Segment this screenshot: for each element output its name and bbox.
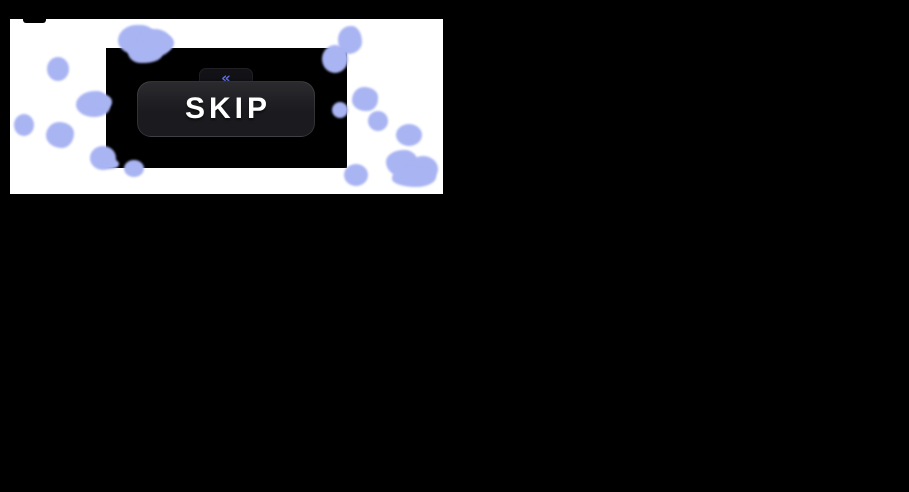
ad-overlay: « SKIP [106, 48, 347, 168]
double-chevron-left-icon: « [221, 69, 231, 87]
game-canvas[interactable]: « SKIP [10, 19, 443, 194]
paint-blob [47, 57, 69, 81]
paint-blob [352, 87, 378, 111]
paint-blob [124, 160, 144, 177]
paint-blob [46, 122, 74, 148]
paint-blob [368, 111, 388, 131]
paint-blob [96, 95, 112, 109]
paint-blob [322, 45, 348, 73]
black-notch [23, 19, 46, 23]
skip-label: SKIP [184, 92, 272, 125]
paint-blob [344, 164, 368, 186]
paint-blob [128, 43, 162, 63]
paint-blob [156, 35, 174, 51]
paint-blob [332, 102, 348, 118]
paint-blob [392, 167, 436, 187]
paint-blob [103, 159, 119, 169]
paint-blob [396, 124, 422, 146]
paint-blob [14, 114, 34, 136]
skip-button[interactable]: SKIP [137, 81, 315, 137]
